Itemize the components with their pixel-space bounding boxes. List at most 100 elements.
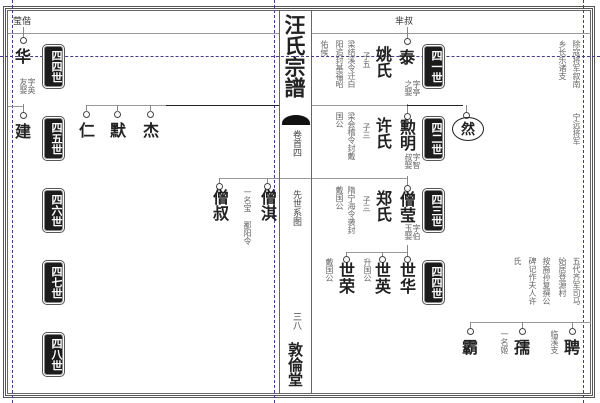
generation-41: 四一世 [424, 46, 443, 87]
guide-spine [274, 0, 275, 403]
line [407, 245, 408, 257]
note-pin: 临溪支 [550, 330, 559, 354]
line [312, 105, 407, 106]
node-shiying [379, 256, 386, 263]
bottom-note-4: 碑记作夫人许 [528, 257, 537, 305]
node-pin [569, 328, 576, 335]
line [280, 178, 311, 179]
node-sengshu [216, 183, 223, 190]
node-shirong [343, 256, 350, 263]
title-tai-1: 梁结溪令迁白 [347, 40, 356, 88]
generation-44: 四四世 [44, 46, 63, 87]
generation-44-right: 四四世 [424, 262, 443, 303]
node-xunming [404, 113, 411, 120]
person-tai: 泰 [399, 48, 416, 67]
line [470, 322, 471, 329]
line [267, 178, 268, 184]
guide-horizontal [0, 56, 600, 57]
generation-47: 四七世 [44, 262, 63, 303]
page-frame-inner [7, 10, 591, 394]
bottom-note-1: 五代齐军司马 [572, 257, 581, 305]
line [23, 27, 24, 38]
line [407, 27, 408, 39]
node-ba [467, 328, 474, 335]
person-ru: 孺 [514, 338, 531, 357]
spouse-sengying: 郑氏 [373, 190, 392, 222]
page-frame-outer [3, 6, 595, 398]
note-sengqi: 一名宝 鄱阳令 [243, 188, 252, 245]
person-shirong: 世荣 [336, 262, 355, 294]
children-tai: 子五 [362, 52, 371, 68]
spine-border-right [311, 10, 312, 394]
line [572, 322, 573, 329]
right-header: 芈叔 [395, 17, 414, 27]
line [23, 104, 24, 113]
person-sengshu: 僧叔 [210, 189, 229, 221]
note-xunming: 字智 叔娶 [404, 153, 421, 169]
header-divider-left [8, 33, 279, 34]
hall-name: 敦倫堂 [286, 342, 304, 387]
line [407, 176, 408, 186]
bottom-note-2: 始居登源村 [558, 257, 567, 297]
generation-45: 四五世 [44, 118, 63, 159]
generation-46: 四六世 [44, 190, 63, 231]
note-shiying: 升国公 [363, 258, 372, 282]
line [466, 105, 467, 113]
person-sengying: 僧莹 [397, 191, 416, 223]
note-hua: 字英 友娶 [19, 78, 36, 94]
bottom-note-5: 氏 [513, 257, 522, 265]
line [346, 252, 347, 258]
title-sengying-1: 隋宁海令袭封 [347, 186, 356, 234]
person-xunming: 勲明 [397, 119, 416, 151]
title-tai-2: 阳追封基福昭 [335, 40, 344, 88]
line [8, 106, 23, 107]
person-hua: 华 [15, 47, 32, 66]
title-xunming-2: 国公 [335, 112, 344, 128]
side-note-3: 乡长乐诸支 [558, 40, 567, 80]
node-sengying [404, 185, 411, 192]
line [150, 105, 151, 112]
line [219, 178, 279, 179]
side-note-1: 除寇将军叙南 [572, 40, 581, 88]
person-shihua: 世华 [397, 262, 416, 294]
children-sengying: 子三 [362, 196, 371, 212]
note-sengying: 字伯 玉娶 [404, 224, 421, 240]
line [382, 252, 383, 258]
line [470, 322, 591, 323]
note-shirong: 戴国公 [325, 258, 334, 282]
title-xunming-1: 梁会稽令封戴 [347, 112, 356, 160]
person-ren: 仁 [79, 121, 96, 140]
line [312, 178, 407, 179]
line [86, 105, 87, 112]
generation-48: 四八世 [44, 334, 63, 375]
person-mo: 默 [110, 121, 127, 140]
note-ru: 一名姬 [500, 330, 509, 354]
spouse-xunming: 许氏 [373, 117, 392, 149]
ribbon-ornament [282, 115, 310, 125]
spouse-tai: 姚氏 [373, 46, 392, 78]
side-note-2: 宁远将军 [572, 113, 581, 145]
left-header: 莹偕 [13, 17, 32, 27]
page-number: 三八 [291, 312, 301, 330]
title-tai-3: 佑候 [320, 40, 329, 56]
node-shihua [404, 256, 411, 263]
node-tai [404, 38, 411, 45]
book-title: 汪氏宗譜 [282, 14, 307, 98]
line [407, 105, 463, 106]
generation-43: 四三世 [424, 190, 443, 231]
person-jie: 杰 [143, 121, 160, 140]
line [522, 322, 523, 329]
person-ba: 霸 [462, 338, 479, 357]
line [166, 105, 279, 106]
generation-42: 四二世 [424, 118, 443, 159]
note-tai: 字亭 之娶 [404, 80, 421, 96]
volume-label: 卷首四 [291, 130, 301, 157]
spine-border-left [279, 10, 280, 394]
person-pin: 聘 [564, 338, 581, 357]
person-shiying: 世英 [372, 262, 391, 294]
children-xunming: 子三 [362, 123, 371, 139]
line [346, 252, 407, 253]
guide-right [583, 0, 584, 403]
line [407, 104, 408, 114]
node-sengqi [264, 183, 271, 190]
